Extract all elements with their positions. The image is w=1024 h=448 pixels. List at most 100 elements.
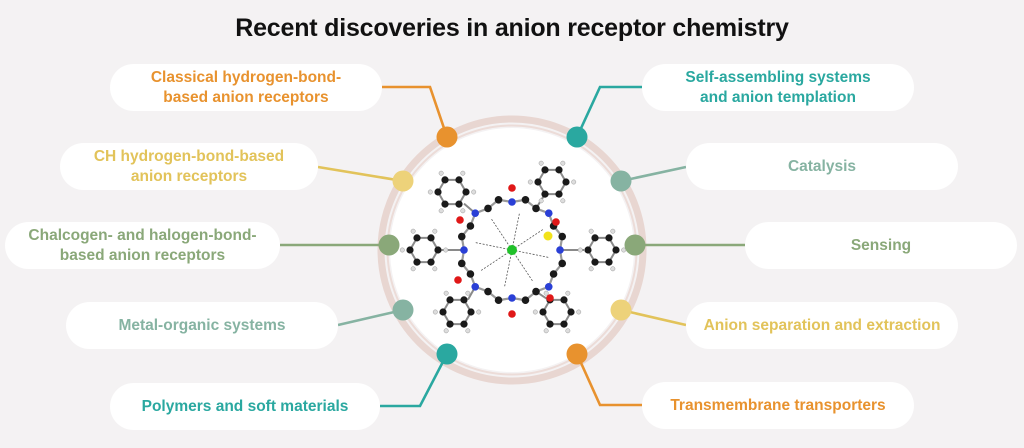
topic-label-line: Catalysis xyxy=(787,157,857,175)
hydrogen-atom xyxy=(476,309,482,315)
nitrogen-atom xyxy=(544,282,553,291)
topic-label-line: based anion receptors xyxy=(59,246,226,264)
topic-label-line: and anion templation xyxy=(700,88,856,106)
carbon-atom xyxy=(558,259,567,268)
carbon-atom xyxy=(605,258,613,266)
hydrogen-atom xyxy=(471,189,477,195)
carbon-atom xyxy=(558,232,567,241)
hydrogen-atom xyxy=(410,266,416,272)
hydrogen-atom xyxy=(565,290,571,296)
topic-pill-catalysis: Catalysis xyxy=(686,143,958,190)
carbon-atom xyxy=(567,308,575,316)
carbon-atom xyxy=(605,234,613,242)
carbon-atom xyxy=(413,234,421,242)
carbon-atom xyxy=(484,287,492,296)
hydrogen-bond xyxy=(511,212,520,251)
hydrogen-atom xyxy=(532,309,538,315)
connector-line-metal-org xyxy=(337,308,404,327)
node-dot-ch-hb xyxy=(392,170,414,192)
node-dot-polymers xyxy=(436,343,458,365)
connector-line-separation xyxy=(620,308,687,327)
hydrogen-atom xyxy=(443,247,449,253)
topic-label-line: Metal-organic systems xyxy=(118,316,286,334)
hydrogen-bond xyxy=(474,242,513,251)
hydrogen-atom xyxy=(576,309,582,315)
topic-pill-transmem: Transmembrane transporters xyxy=(642,382,914,429)
sulfur-atom xyxy=(543,231,553,241)
hydrogen-atom xyxy=(438,208,444,214)
topic-pill-chalcogen: Chalcogen- and halogen-bond-based anion … xyxy=(5,222,280,269)
carbon-atom xyxy=(549,270,558,278)
topic-label-line: Anion separation and extraction xyxy=(703,316,941,334)
carbon-atom xyxy=(541,166,549,174)
topic-pill-sensing: Sensing xyxy=(745,222,1017,269)
carbon-atom xyxy=(494,296,503,305)
connector-line-self-assem xyxy=(575,85,642,138)
oxygen-atom xyxy=(456,216,464,224)
carbon-atom xyxy=(460,320,468,328)
carbon-atom xyxy=(446,320,454,328)
carbon-atom xyxy=(434,246,442,254)
carbon-atom xyxy=(455,176,463,184)
hydrogen-atom xyxy=(443,328,449,334)
node-dot-chalcogen xyxy=(378,234,400,256)
node-dot-classical-hb xyxy=(436,126,458,148)
hydrogen-bond xyxy=(511,249,534,282)
carbon-atom xyxy=(541,190,549,198)
hydrogen-atom xyxy=(588,228,594,234)
carbon-atom xyxy=(484,204,492,213)
carbon-atom xyxy=(539,308,547,316)
hydrogen-atom xyxy=(543,290,549,296)
hydrogen-atom xyxy=(565,328,571,334)
hydrogen-atom xyxy=(577,247,583,253)
oxygen-atom xyxy=(454,276,462,284)
carbon-atom xyxy=(591,234,599,242)
carbon-atom xyxy=(457,259,466,268)
node-dot-sensing xyxy=(624,234,646,256)
hydrogen-atom xyxy=(610,266,616,272)
carbon-atom xyxy=(466,222,475,230)
chloride-anion xyxy=(507,245,517,255)
carbon-atom xyxy=(406,246,414,254)
carbon-atom xyxy=(555,166,563,174)
hydrogen-atom xyxy=(571,179,577,185)
carbon-atom xyxy=(413,258,421,266)
nitrogen-atom xyxy=(508,198,516,206)
topic-label: Catalysis xyxy=(788,157,856,177)
oxygen-atom xyxy=(508,310,516,318)
carbon-atom xyxy=(584,246,592,254)
hydrogen-atom xyxy=(399,247,405,253)
topic-label: Metal-organic systems xyxy=(118,316,285,336)
nitrogen-atom xyxy=(556,246,564,254)
oxygen-atom xyxy=(508,184,516,192)
carbon-atom xyxy=(555,190,563,198)
nitrogen-atom xyxy=(508,294,516,302)
topic-label: Transmembrane transporters xyxy=(670,396,885,416)
hydrogen-atom xyxy=(560,160,566,166)
hydrogen-bond xyxy=(511,249,550,258)
nitrogen-atom xyxy=(460,246,468,254)
hydrogen-atom xyxy=(443,290,449,296)
nitrogen-atom xyxy=(471,209,480,218)
carbon-atom xyxy=(460,296,468,304)
hydrogen-bond xyxy=(490,218,513,251)
node-dot-transmem xyxy=(566,343,588,365)
carbon-atom xyxy=(466,270,475,278)
connector-line-catalysis xyxy=(620,165,687,183)
topic-label-line: anion receptors xyxy=(130,167,248,185)
topic-label-line: Classical hydrogen-bond- xyxy=(150,68,342,86)
topic-label-line: Sensing xyxy=(850,236,912,254)
hydrogen-atom xyxy=(427,189,433,195)
topic-label-line: CH hydrogen-bond-based xyxy=(93,147,285,165)
hydrogen-atom xyxy=(432,309,438,315)
carbon-atom xyxy=(427,258,435,266)
carbon-atom xyxy=(546,320,554,328)
topic-label-line: based anion receptors xyxy=(163,88,329,106)
carbon-atom xyxy=(534,178,542,186)
carbon-atom xyxy=(457,232,466,241)
hydrogen-atom xyxy=(465,290,471,296)
topic-pill-separation: Anion separation and extraction xyxy=(686,302,958,349)
